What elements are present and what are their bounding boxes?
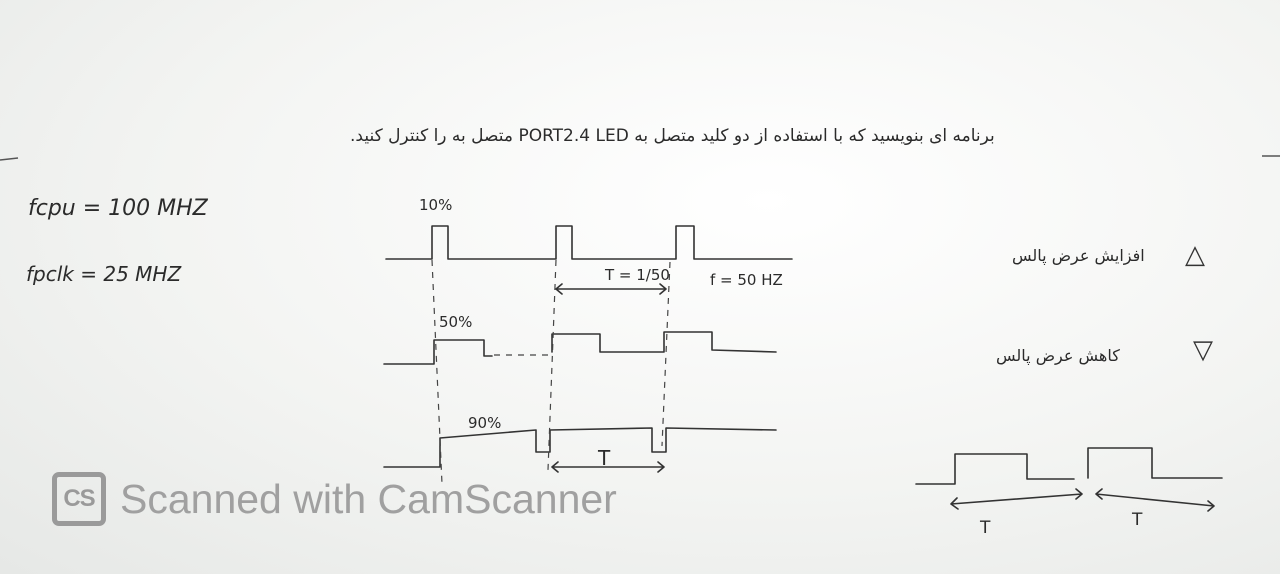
increase-pulse-width-label: افزایش عرض پالس	[1012, 246, 1145, 265]
waveform-90-percent	[384, 428, 776, 467]
period-arrow-left	[951, 489, 1082, 509]
camscanner-watermark: CS Scanned with CamScanner	[52, 470, 617, 528]
cpu-frequency: fcpu = 100 MHZ	[28, 196, 208, 221]
assignment-part3: را کنترل کنید.	[350, 126, 447, 146]
period-left-label: T	[980, 518, 990, 538]
period-arrow-top	[556, 284, 666, 294]
peripheral-clock-frequency: fpclk = 25 MHZ	[26, 262, 181, 286]
triangle-up-icon: △	[1185, 240, 1205, 270]
board-edge	[0, 158, 18, 160]
period-right-label: T	[1132, 510, 1142, 530]
waveform-10-percent	[386, 226, 792, 259]
duty-50-label: 50%	[439, 313, 472, 331]
assignment-text: برنامه ای بنویسید که با استفاده از دو کل…	[350, 126, 995, 146]
duty-10-label: 10%	[419, 196, 452, 214]
duty-90-label: 90%	[468, 414, 501, 432]
period-bottom-label: T	[598, 446, 610, 470]
frequency-label: f = 50 HZ	[710, 271, 783, 289]
pwm-sketch	[916, 448, 1222, 484]
watermark-text: Scanned with CamScanner	[120, 476, 617, 523]
period-arrow-right	[1096, 489, 1214, 511]
triangle-down-icon: ▽	[1193, 335, 1213, 365]
camscanner-logo-icon: CS	[52, 472, 106, 526]
period-label: T = 1/50	[605, 266, 670, 284]
waveform-50-percent	[384, 340, 492, 364]
assignment-part1: برنامه ای بنویسید که با استفاده از دو کل…	[634, 126, 995, 146]
assignment-port: PORT2.4	[518, 126, 590, 146]
decrease-pulse-width-label: کاهش عرض پالس	[996, 346, 1120, 365]
waveform-50-percent-mid	[552, 332, 776, 352]
